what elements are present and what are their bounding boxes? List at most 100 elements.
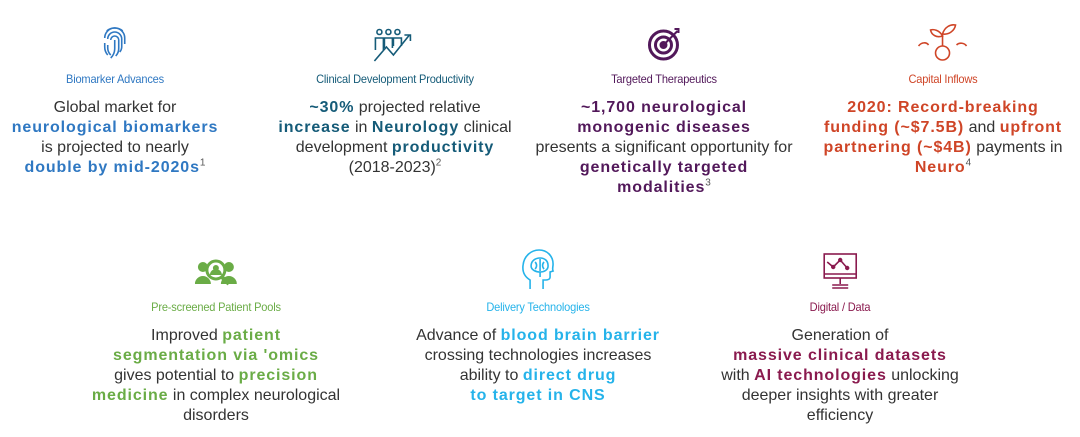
body-line: 2020: Record-breaking [824,98,1063,118]
highlight-text: AI technologies [754,367,887,384]
body-text: with [721,367,755,384]
highlight-text: precision [238,367,318,384]
target-icon [535,22,792,62]
body-text: unlocking [886,367,959,384]
body-text: (2018-2023) [348,159,436,176]
body-line: ability to direct drug [416,366,660,386]
body-line: partnering (~$4B) payments in [824,138,1063,158]
highlight-text: massive clinical datasets [733,347,947,364]
highlight-text: increase [278,119,351,136]
body-line: funding (~$7.5B) and upfront [824,118,1063,138]
footnote-ref: 4 [965,157,972,169]
body-text: crossing technologies increases [424,347,652,364]
card-targeted: Targeted Therapeutics ~1,700 neurological… [535,22,793,198]
body-line: Neuro4 [824,158,1063,178]
body-line: to target in CNS [416,386,660,406]
body-line: double by mid-2020s1 [12,158,219,178]
body-text: disorders [183,407,249,424]
body-text: in complex neurological [168,387,341,404]
footnote-ref: 1 [199,157,206,169]
body-line: increase in Neurology clinical [278,118,511,138]
highlight-text: 2020: Record-breaking [847,99,1039,116]
card-body: Generation of massive clinical datasets wi… [721,326,959,426]
highlight-text: medicine [91,387,169,404]
body-text: Global market for [53,99,177,116]
body-text: deeper insights with greater [741,387,939,404]
card-capital: Capital Inflows 2020: Record-breaking fund… [824,22,1063,178]
brain-head-icon [416,249,660,290]
body-text: and [964,119,1000,136]
highlight-text: patient [222,327,281,344]
body-line: ~1,700 neurological [535,98,792,118]
highlight-text: Neurology [371,119,460,136]
highlight-text: partnering (~$4B) [823,139,972,156]
highlight-text: ~30% [309,99,355,116]
body-line: neurological biomarkers [12,118,219,138]
card-title: Pre-screened Patient Pools [151,300,281,314]
highlight-text: productivity [391,139,495,156]
body-line: gives potential to precision [92,366,340,386]
body-text: efficiency [806,407,874,424]
body-line: development productivity [278,138,511,158]
footnote-ref: 2 [435,157,442,169]
body-line: ~30% projected relative [278,98,511,118]
body-text: gives potential to [114,367,239,384]
highlight-text: ~1,700 neurological [580,99,748,116]
body-line: Improved patient [92,326,340,346]
highlight-text: double by mid-2020s [24,159,200,176]
body-text: clinical [459,119,512,136]
sprout-icon [824,22,1063,62]
card-body: Global market for neurological biomarkers… [12,98,219,178]
body-line: disorders [92,406,340,426]
body-line: segmentation via 'omics [92,346,340,366]
highlight-text: blood brain barrier [500,327,660,344]
body-line: crossing technologies increases [416,346,660,366]
card-title: Delivery Technologies [486,300,590,314]
highlight-text: segmentation via 'omics [113,347,319,364]
highlight-text: genetically targeted [579,159,749,176]
body-text: in [350,119,372,136]
body-text: payments in [971,139,1063,156]
body-text: Improved [151,327,223,344]
card-title: Digital / Data [809,300,871,314]
body-line: genetically targeted [535,158,792,178]
body-text: ability to [459,367,523,384]
highlight-text: direct drug [522,367,617,384]
footnote-ref: 3 [705,177,711,189]
body-line: is projected to nearly [12,138,219,158]
card-title: Targeted Therapeutics [611,72,717,86]
body-text: is projected to nearly [41,139,189,156]
card-title: Capital Inflows [908,72,978,86]
body-text: Advance of [416,327,501,344]
body-line: efficiency [721,406,959,426]
body-text: projected relative [354,99,481,116]
highlight-text: monogenic diseases [577,119,751,136]
body-line: presents a significant opportunity for [535,138,792,158]
card-title: Biomarker Advances [66,72,164,86]
body-text: Generation of [791,327,889,344]
body-text: presents a significant opportunity for [535,139,793,156]
card-body: 2020: Record-breaking funding (~$7.5B) an… [824,98,1063,178]
body-line: modalities3 [535,178,792,198]
body-line: Advance of blood brain barrier [416,326,660,346]
body-line: deeper insights with greater [721,386,959,406]
card-title: Clinical Development Productivity [316,72,474,86]
monitor-chart-icon [721,250,959,290]
body-text: development [295,139,392,156]
body-line: monogenic diseases [535,118,792,138]
body-line: (2018-2023)2 [278,158,511,178]
patient-search-icon [92,250,340,290]
highlight-text: Neuro [914,159,966,176]
body-line: Generation of [721,326,959,346]
highlight-text: to target in CNS [470,387,606,404]
people-growth-icon [278,22,511,62]
highlight-text: upfront [999,119,1063,136]
highlight-text: neurological biomarkers [11,119,219,136]
body-line: Global market for [12,98,219,118]
